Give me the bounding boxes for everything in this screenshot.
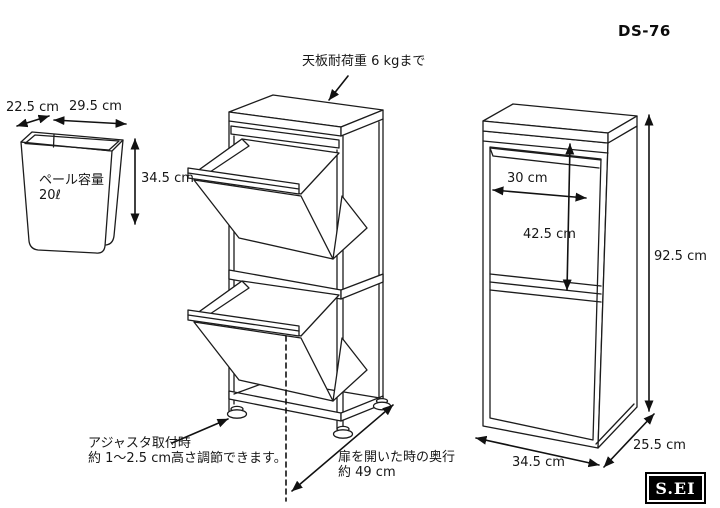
dimension-arrows <box>16 75 655 502</box>
adjuster-note-line2: 約 1〜2.5 cm高さ調節できます。 <box>88 451 287 466</box>
door-height-arrow <box>562 143 575 291</box>
cabinet-width-label: 34.5 cm <box>512 455 565 470</box>
top-load-label: 天板耐荷重 6 kgまで <box>302 54 426 69</box>
door-height-label: 42.5 cm <box>523 227 576 242</box>
cabinet-width-arrow <box>475 435 600 468</box>
total-height-label: 92.5 cm <box>654 249 707 264</box>
closed-view-drawing <box>482 103 638 449</box>
upper-tilt-door <box>187 138 368 260</box>
top-load-arrow <box>328 75 349 101</box>
pail-depth-arrow <box>16 114 50 128</box>
pail-drawing <box>20 131 124 254</box>
pail-width-label: 29.5 cm <box>69 99 122 114</box>
open-depth-arrow <box>291 404 394 492</box>
brand-logo: S.EI <box>645 472 706 504</box>
open-view-drawing <box>187 94 392 439</box>
pail-depth-label: 22.5 cm <box>6 100 59 115</box>
model-number: DS-76 <box>618 22 671 40</box>
pail-width-arrow <box>53 116 127 128</box>
adjuster-note-line1: アジャスタ取付時 <box>88 436 191 451</box>
lower-tilt-door <box>187 280 368 402</box>
adjuster-arrow <box>171 418 229 444</box>
cabinet-depth-label: 25.5 cm <box>633 438 686 453</box>
pail-capacity-label-line2: 20ℓ <box>39 188 61 203</box>
pail-height-label: 34.5 cm <box>141 171 194 186</box>
open-depth-label-line2: 約 49 cm <box>338 465 396 480</box>
pail-capacity-label-line1: ペール容量 <box>39 173 105 188</box>
cabinet-depth-arrow <box>603 413 655 468</box>
open-depth-label-line1: 扉を開いた時の奥行 <box>338 450 456 465</box>
door-width-label: 30 cm <box>507 171 548 186</box>
